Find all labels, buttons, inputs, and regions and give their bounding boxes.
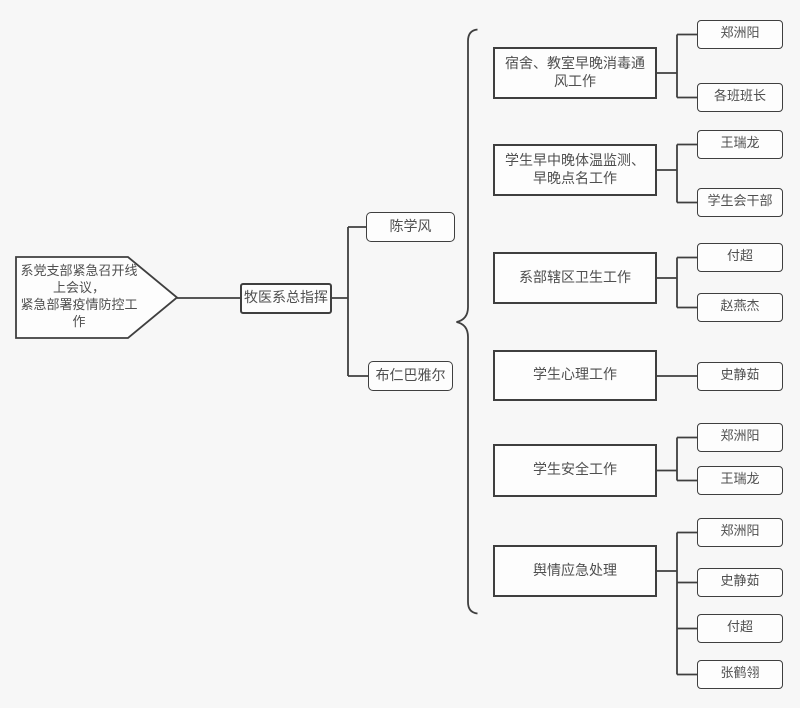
connector-task5 bbox=[657, 436, 697, 482]
assignee-box: 付超 bbox=[697, 243, 783, 272]
task-node-temperature: 学生早中晚体温监测、 早晚点名工作 bbox=[493, 144, 657, 196]
root-shape bbox=[15, 256, 179, 339]
assignee-box: 付超 bbox=[697, 614, 783, 643]
task-node-disinfection: 宿舍、教室早晚消毒通 风工作 bbox=[493, 47, 657, 99]
deputy-node-2: 布仁巴雅尔 bbox=[368, 361, 453, 391]
assignee-box: 张鹤翎 bbox=[697, 660, 783, 689]
assignee-box: 王瑞龙 bbox=[697, 130, 783, 159]
deputy-node-1: 陈学风 bbox=[366, 212, 455, 242]
assignee-box: 郑洲阳 bbox=[697, 423, 783, 452]
assignee-box: 各班班长 bbox=[697, 83, 783, 112]
connector-task6 bbox=[657, 531, 697, 676]
task-node-sanitation: 系部辖区卫生工作 bbox=[493, 252, 657, 304]
root-node-label: 系党支部紧急召开线 上会议， 紧急部署疫情防控工 作 bbox=[20, 264, 138, 330]
grouping-brace bbox=[456, 28, 478, 615]
assignee-box: 郑洲阳 bbox=[697, 518, 783, 547]
assignee-box: 史静茹 bbox=[697, 568, 783, 597]
assignee-box: 史静茹 bbox=[697, 362, 783, 391]
connector-task3 bbox=[657, 256, 697, 309]
assignee-box: 学生会干部 bbox=[697, 188, 783, 217]
connector-task1 bbox=[657, 33, 697, 99]
connector-commander-deputies bbox=[332, 226, 368, 377]
task-node-psychology: 学生心理工作 bbox=[493, 350, 657, 401]
commander-node: 牧医系总指挥 bbox=[240, 283, 332, 314]
assignee-box: 郑洲阳 bbox=[697, 20, 783, 49]
task-node-publicity: 舆情应急处理 bbox=[493, 545, 657, 597]
assignee-box: 赵燕杰 bbox=[697, 293, 783, 322]
task-node-safety: 学生安全工作 bbox=[493, 444, 657, 497]
assignee-box: 王瑞龙 bbox=[697, 466, 783, 495]
connector-task2 bbox=[657, 143, 697, 204]
